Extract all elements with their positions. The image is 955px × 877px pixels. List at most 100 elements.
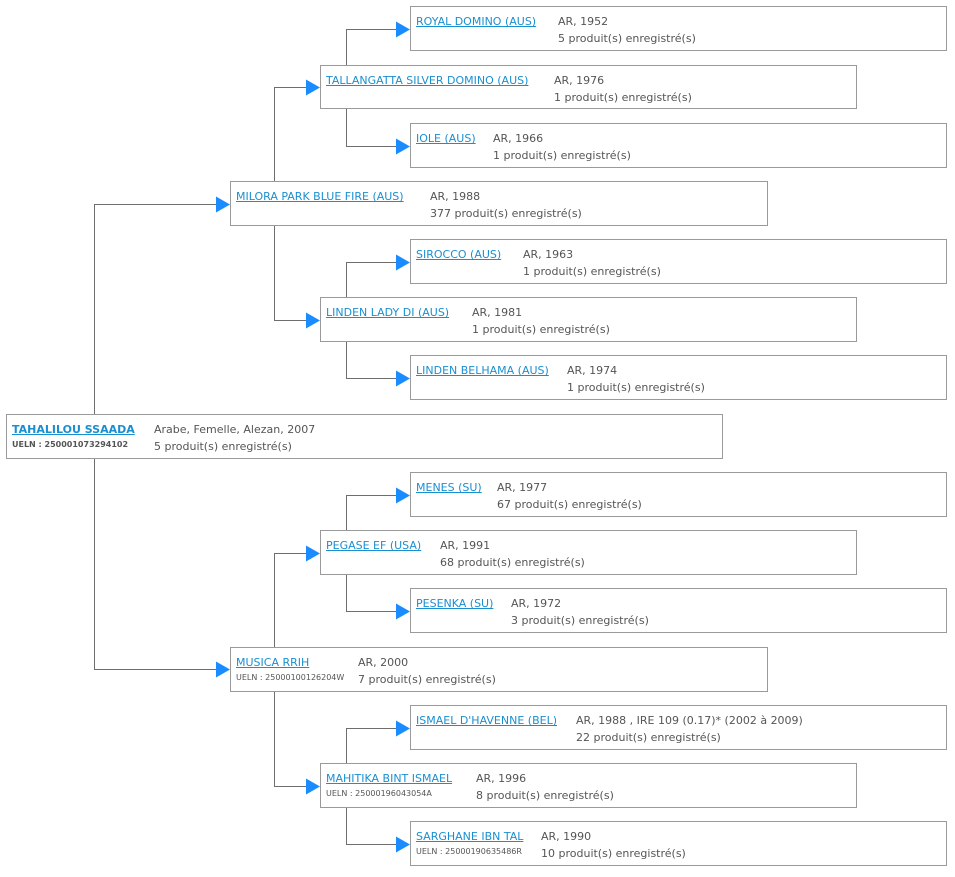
horse-name-link[interactable]: SARGHANE IBN TAL — [416, 830, 524, 843]
connector-gen2-3-dam — [346, 575, 410, 620]
arrow-icon — [306, 312, 320, 329]
horse-name-link[interactable]: SIROCCO (AUS) — [416, 248, 502, 261]
arrow-icon — [216, 661, 230, 678]
horse-box-sire-sire-sire: ROYAL DOMINO (AUS) AR, 1952 5 produit(s)… — [410, 6, 947, 51]
horse-details: AR, 1990 — [541, 830, 592, 843]
horse-details: AR, 1991 — [440, 539, 491, 552]
horse-box-root: TAHALILOU SSAADA UELN : 250001073294102 … — [6, 414, 723, 459]
arrow-icon — [306, 778, 320, 795]
ueln-value: 25000190635486R — [445, 847, 522, 856]
ueln-number: UELN : 250001073294102 — [12, 440, 128, 449]
connector-sire-to-dam — [274, 226, 320, 329]
connector-gen2-1-sire — [346, 21, 410, 65]
arrow-icon — [396, 487, 410, 504]
horse-box-sire-dam-dam: LINDEN BELHAMA (AUS) AR, 1974 1 produit(… — [410, 355, 947, 400]
connector-dam-to-dam — [274, 692, 320, 795]
horse-box-dam-sire-sire: MENES (SU) AR, 1977 67 produit(s) enregi… — [410, 472, 947, 517]
connector-gen2-1-dam — [346, 109, 410, 155]
connector-gen2-4-sire — [346, 720, 410, 763]
horse-name-link[interactable]: ROYAL DOMINO (AUS) — [416, 15, 537, 28]
horse-box-dam-dam: MAHITIKA BINT ISMAEL UELN : 250001960430… — [320, 763, 857, 808]
horse-details: AR, 1988 , IRE 109 (0.17)* (2002 à 2009) — [576, 714, 803, 727]
horse-name-link[interactable]: LINDEN LADY DI (AUS) — [326, 306, 450, 319]
horse-name-link[interactable]: MENES (SU) — [416, 481, 482, 494]
ueln-number: UELN : 25000196043054A — [326, 789, 432, 798]
horse-products: 10 produit(s) enregistré(s) — [541, 847, 686, 860]
horse-name-link[interactable]: MILORA PARK BLUE FIRE (AUS) — [236, 190, 404, 203]
horse-products: 68 produit(s) enregistré(s) — [440, 556, 585, 569]
horse-name-link[interactable]: MAHITIKA BINT ISMAEL — [326, 772, 453, 785]
connector-gen2-2-dam — [346, 342, 410, 387]
horse-products: 1 produit(s) enregistré(s) — [523, 265, 661, 278]
horse-box-dam-sire: PEGASE EF (USA) AR, 1991 68 produit(s) e… — [320, 530, 857, 575]
ueln-number: UELN : 25000190635486R — [416, 847, 522, 856]
horse-name-link[interactable]: PESENKA (SU) — [416, 597, 494, 610]
connector-root-to-sire — [94, 196, 230, 414]
horse-name-link[interactable]: MUSICA RRIH — [236, 656, 310, 669]
connector-dam-to-sire — [274, 545, 320, 647]
connector-gen2-2-sire — [346, 254, 410, 297]
connector-gen2-4-dam — [346, 808, 410, 853]
arrow-icon — [396, 370, 410, 387]
connector-root-to-dam — [94, 459, 230, 678]
horse-products: 377 produit(s) enregistré(s) — [430, 207, 582, 220]
horse-box-sire-dam-sire: SIROCCO (AUS) AR, 1963 1 produit(s) enre… — [410, 239, 947, 284]
horse-products: 3 produit(s) enregistré(s) — [511, 614, 649, 627]
horse-products: 5 produit(s) enregistré(s) — [558, 32, 696, 45]
horse-products: 5 produit(s) enregistré(s) — [154, 440, 292, 453]
horse-details: AR, 1976 — [554, 74, 605, 87]
arrow-icon — [396, 21, 410, 38]
horse-details: AR, 2000 — [358, 656, 409, 669]
horse-details: AR, 1963 — [523, 248, 574, 261]
arrow-icon — [306, 545, 320, 562]
horse-products: 1 produit(s) enregistré(s) — [554, 91, 692, 104]
horse-box-sire-dam: LINDEN LADY DI (AUS) AR, 1981 1 produit(… — [320, 297, 857, 342]
horse-name-link[interactable]: TALLANGATTA SILVER DOMINO (AUS) — [326, 74, 529, 87]
horse-products: 1 produit(s) enregistré(s) — [493, 149, 631, 162]
horse-details: AR, 1996 — [476, 772, 527, 785]
arrow-icon — [396, 836, 410, 853]
horse-details: AR, 1972 — [511, 597, 562, 610]
horse-name-link[interactable]: TAHALILOU SSAADA — [12, 423, 135, 436]
horse-details: AR, 1977 — [497, 481, 548, 494]
horse-name-link[interactable]: IOLE (AUS) — [416, 132, 476, 145]
ueln-label: UELN : — [416, 847, 446, 856]
horse-name-link[interactable]: ISMAEL D'HAVENNE (BEL) — [416, 714, 557, 727]
horse-box-sire: MILORA PARK BLUE FIRE (AUS) AR, 1988 377… — [230, 181, 768, 226]
arrow-icon — [306, 79, 320, 96]
horse-products: 1 produit(s) enregistré(s) — [567, 381, 705, 394]
ueln-label: UELN : — [236, 673, 266, 682]
arrow-icon — [396, 138, 410, 155]
ueln-value: 25000196043054A — [355, 789, 432, 798]
horse-products: 8 produit(s) enregistré(s) — [476, 789, 614, 802]
horse-box-dam-sire-dam: PESENKA (SU) AR, 1972 3 produit(s) enreg… — [410, 588, 947, 633]
arrow-icon — [396, 720, 410, 737]
connector-sire-to-sire — [274, 79, 320, 181]
horse-box-dam-dam-sire: ISMAEL D'HAVENNE (BEL) AR, 1988 , IRE 10… — [410, 705, 947, 750]
ueln-label: UELN : — [12, 440, 45, 449]
horse-box-dam: MUSICA RRIH UELN : 25000100126204W AR, 2… — [230, 647, 768, 692]
arrow-icon — [396, 603, 410, 620]
horse-details: AR, 1966 — [493, 132, 544, 145]
horse-products: 1 produit(s) enregistré(s) — [472, 323, 610, 336]
horse-details: AR, 1988 — [430, 190, 481, 203]
horse-products: 67 produit(s) enregistré(s) — [497, 498, 642, 511]
horse-details: AR, 1981 — [472, 306, 523, 319]
horse-box-sire-sire: TALLANGATTA SILVER DOMINO (AUS) AR, 1976… — [320, 65, 857, 109]
ueln-number: UELN : 25000100126204W — [236, 673, 344, 682]
arrow-icon — [216, 196, 230, 213]
ueln-value: 250001073294102 — [44, 440, 129, 449]
connector-gen2-3-sire — [346, 487, 410, 530]
ueln-label: UELN : — [326, 789, 356, 798]
horse-box-dam-dam-dam: SARGHANE IBN TAL UELN : 25000190635486R … — [410, 821, 947, 866]
horse-details: AR, 1974 — [567, 364, 618, 377]
horse-box-sire-sire-dam: IOLE (AUS) AR, 1966 1 produit(s) enregis… — [410, 123, 947, 168]
horse-products: 22 produit(s) enregistré(s) — [576, 731, 721, 744]
horse-details: AR, 1952 — [558, 15, 609, 28]
horse-details: Arabe, Femelle, Alezan, 2007 — [154, 423, 316, 436]
ueln-value: 25000100126204W — [265, 673, 345, 682]
horse-name-link[interactable]: LINDEN BELHAMA (AUS) — [416, 364, 549, 377]
arrow-icon — [396, 254, 410, 271]
horse-name-link[interactable]: PEGASE EF (USA) — [326, 539, 422, 552]
